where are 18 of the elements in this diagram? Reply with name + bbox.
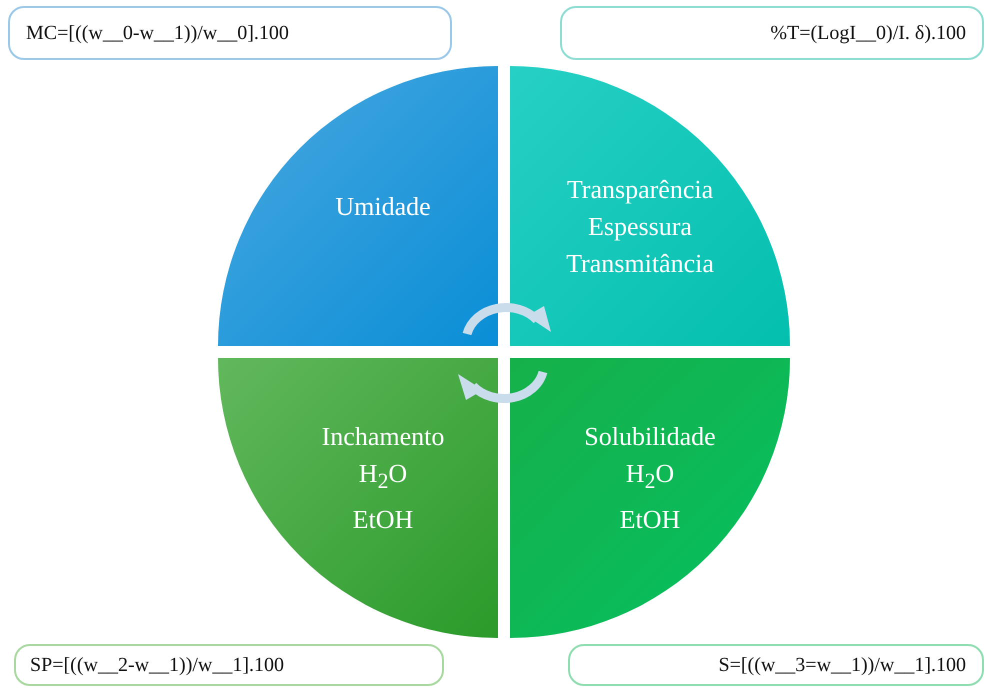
quadrant-label: Inchamento <box>322 421 444 454</box>
formula-box <box>560 6 984 60</box>
formula-box <box>14 644 444 686</box>
quadrant-label: EtOH <box>620 504 680 536</box>
formula-text: SP=[((w__2-w__1))/w__1].100 <box>30 654 284 677</box>
quadrant-label: EtOH <box>352 504 414 536</box>
formula-text: MC=[((w__0-w__1))/w__0].100 <box>26 22 289 45</box>
formula-box <box>8 6 452 60</box>
quadrant-label: Transmitância <box>566 248 714 280</box>
quadrant-label: Espessura <box>588 210 692 242</box>
quadrant-label: Solubilidade <box>584 421 716 454</box>
quadrant-label: Umidade <box>335 190 431 222</box>
quadrant-label: Transparência <box>566 174 714 206</box>
quadrant-label: H$_{2}$O <box>626 458 674 496</box>
formula-text: %T=(LogI__0)/I. δ).100 <box>770 22 966 45</box>
quadrant-label: H$_{2}$O <box>358 458 408 496</box>
formula-box <box>568 644 984 686</box>
formula-text: S=[((w__3=w__1))/w__1].100 <box>718 654 966 677</box>
